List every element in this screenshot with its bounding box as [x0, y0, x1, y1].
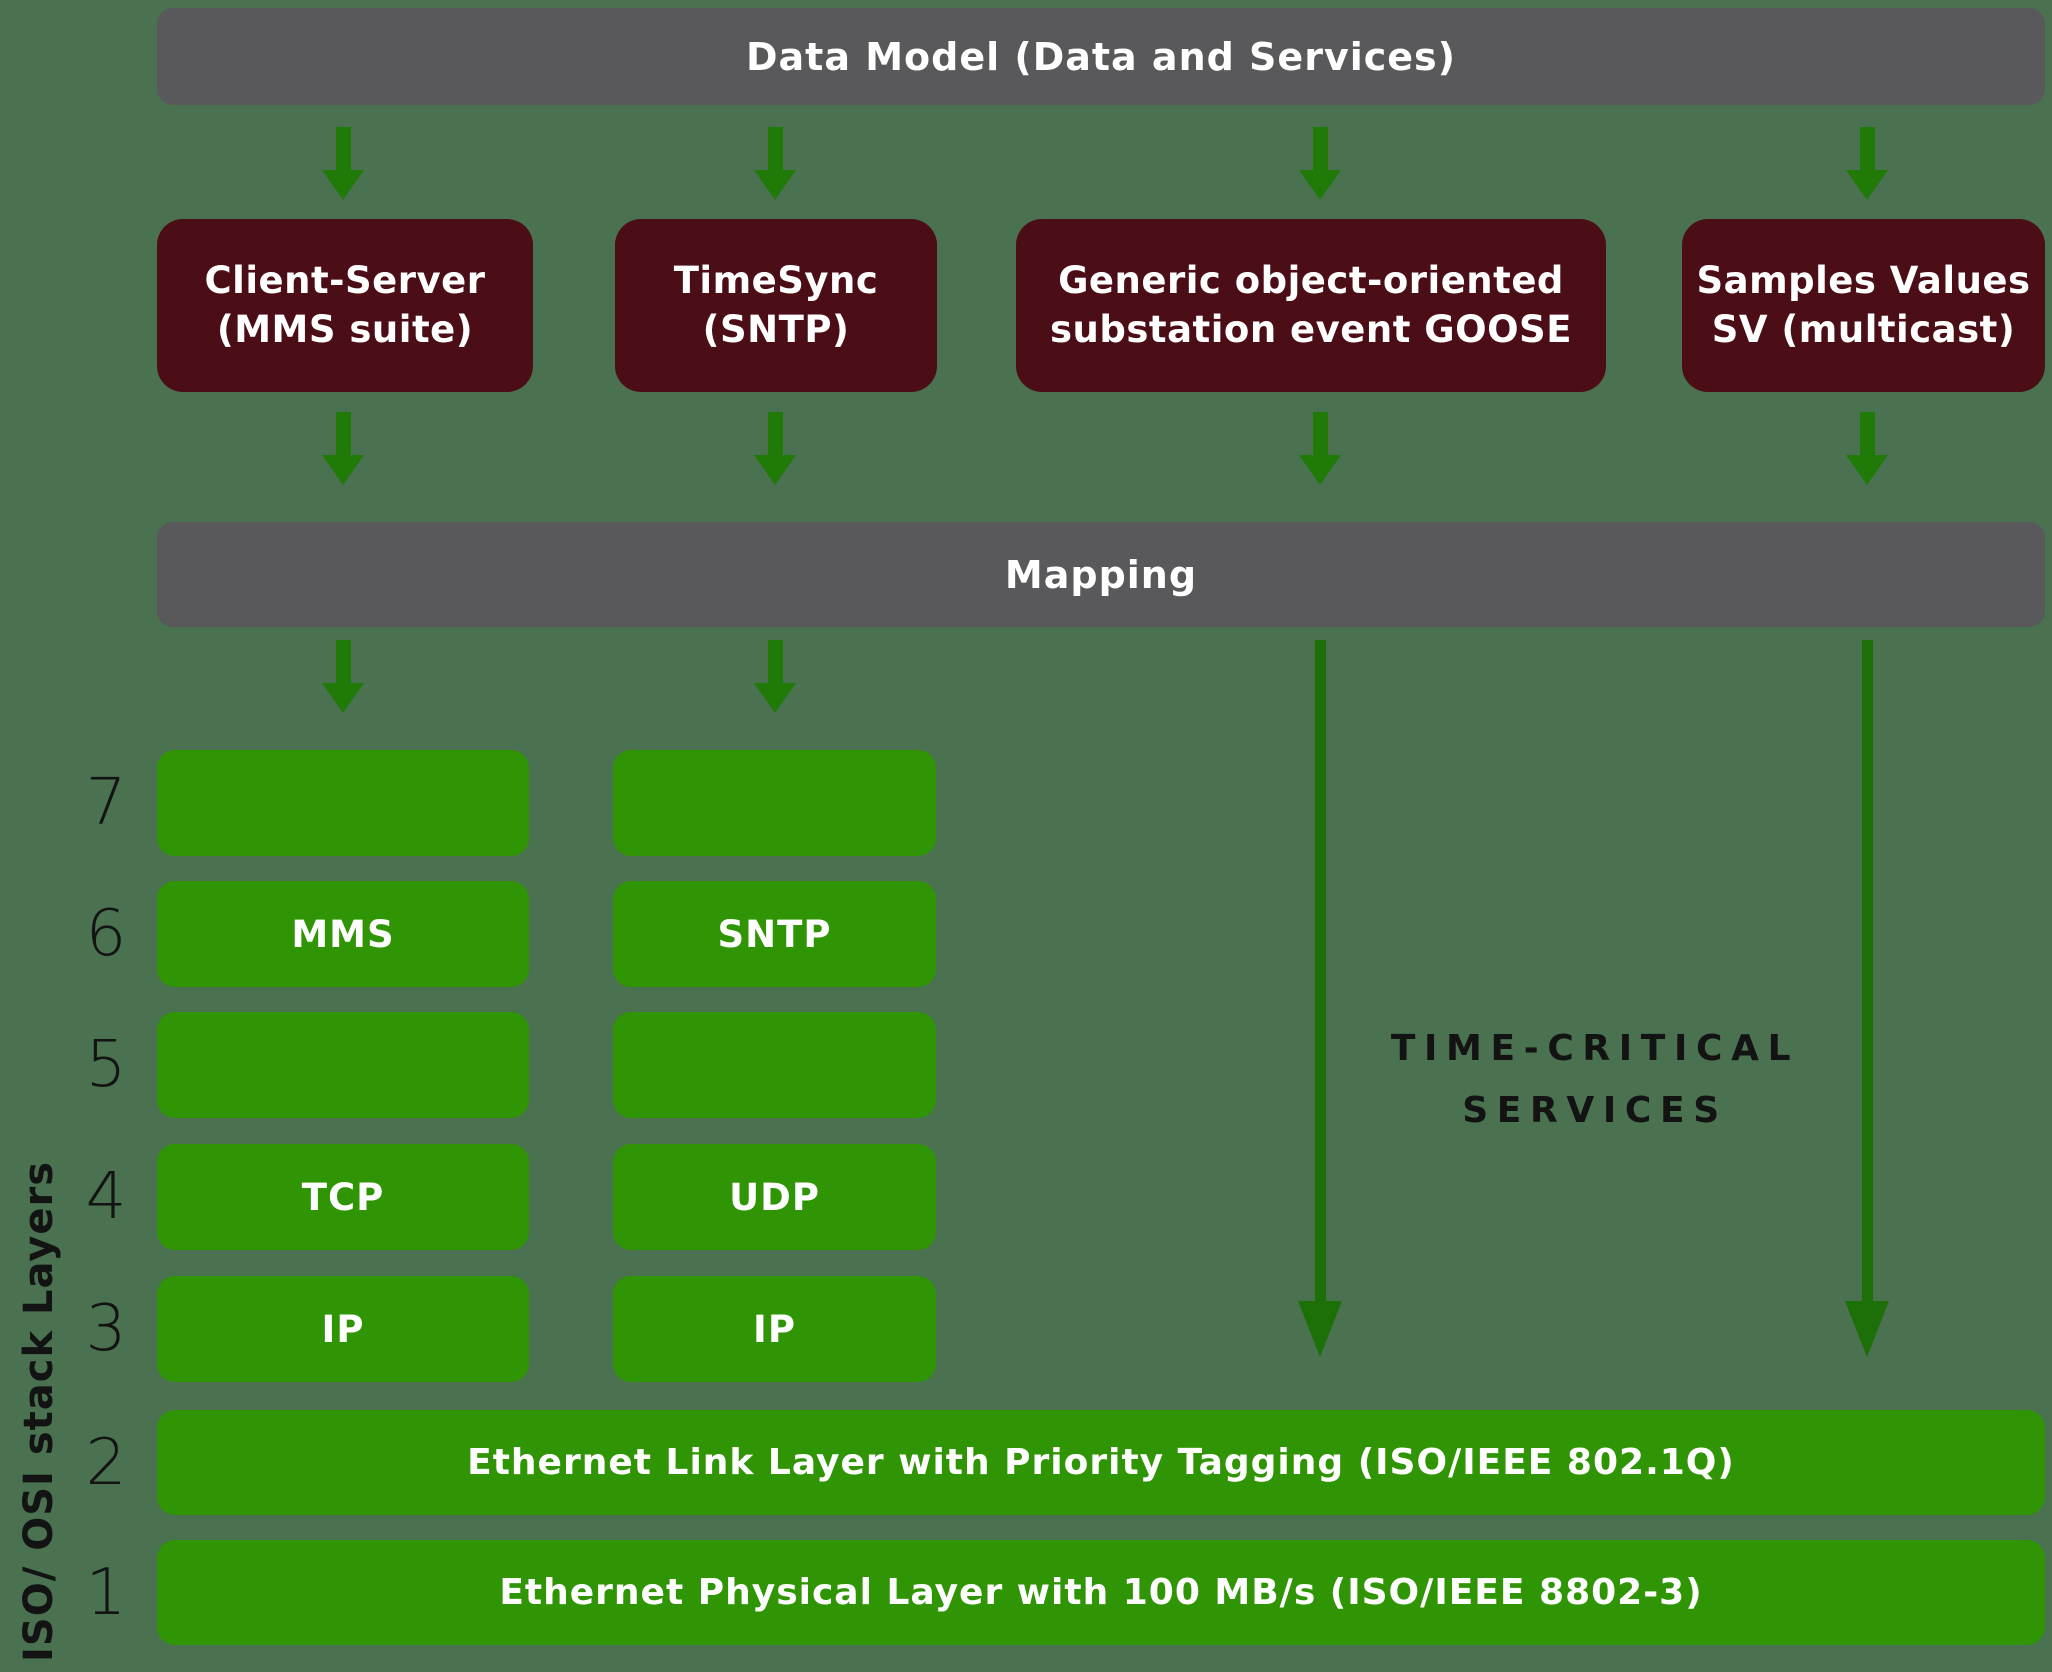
arrow-head [754, 455, 796, 485]
time-critical-services-label: TIME-CRITICAL SERVICES [1330, 1018, 1860, 1142]
protocol-box-line2: substation event GOOSE [1050, 307, 1572, 351]
arrow-shaft [1859, 412, 1875, 455]
protocol-box-line1: Client-Server [204, 258, 486, 302]
arrow-shaft [1859, 127, 1875, 170]
arrow-shaft [335, 412, 351, 455]
layer-number-6: 6 [85, 897, 127, 971]
arrow-shaft [1861, 640, 1873, 1301]
stack-box-udp: UDP [613, 1144, 936, 1250]
protocol-box-timesync: TimeSync (SNTP) [615, 219, 937, 392]
arrow-down-icon [1846, 412, 1888, 485]
arrow-head [322, 683, 364, 713]
osi-axis-label: ISO/ OSI stack Layers [16, 1161, 62, 1662]
arrow-down-icon [754, 640, 796, 713]
arrow-down-icon [754, 127, 796, 200]
protocol-box-sampled-values: Samples Values SV (multicast) [1682, 219, 2045, 392]
stack-box-layer7-colA [157, 750, 529, 856]
stack-box-ip-colB: IP [613, 1276, 936, 1382]
protocol-box-line2: (SNTP) [702, 307, 850, 351]
arrow-shaft [767, 640, 783, 683]
arrow-down-icon [1299, 127, 1341, 200]
layer-number-5: 5 [85, 1028, 127, 1102]
protocol-box-line1: Samples Values [1696, 258, 2031, 302]
arrow-head [1846, 455, 1888, 485]
stack-box-sntp: SNTP [613, 881, 936, 987]
arrow-shaft [1312, 412, 1328, 455]
protocol-box-goose: Generic object-oriented substation event… [1016, 219, 1606, 392]
arrow-head [322, 170, 364, 200]
stack-box-layer5-colA [157, 1012, 529, 1118]
arrow-head [754, 683, 796, 713]
layer-number-1: 1 [85, 1555, 127, 1630]
arrow-head [1299, 455, 1341, 485]
time-critical-line2: SERVICES [1462, 1090, 1728, 1131]
protocol-box-client-server: Client-Server (MMS suite) [157, 219, 533, 392]
arrow-head [1298, 1301, 1342, 1357]
arrow-head [322, 455, 364, 485]
layer-number-2: 2 [85, 1425, 127, 1500]
layer-number-7: 7 [85, 766, 127, 840]
stack-box-layer5-colB [613, 1012, 936, 1118]
stack-box-ip-colA: IP [157, 1276, 529, 1382]
arrow-head [754, 170, 796, 200]
arrow-shaft [1312, 127, 1328, 170]
data-model-label: Data Model (Data and Services) [745, 34, 1457, 79]
protocol-box-line1: TimeSync [673, 258, 879, 302]
stack-box-tcp: TCP [157, 1144, 529, 1250]
stack-box-layer7-colB [613, 750, 936, 856]
stack-box-mms: MMS [157, 881, 529, 987]
arrow-shaft [1314, 640, 1326, 1301]
arrow-down-icon [1846, 127, 1888, 200]
protocol-box-line2: (MMS suite) [216, 307, 474, 351]
arrow-down-icon [754, 412, 796, 485]
arrow-down-icon [322, 412, 364, 485]
mapping-label: Mapping [1004, 552, 1198, 597]
layer-number-3: 3 [85, 1292, 127, 1366]
time-critical-line1: TIME-CRITICAL [1390, 1028, 1800, 1069]
data-model-bar: Data Model (Data and Services) [157, 8, 2045, 105]
goose-bypass-arrow-down-icon [1298, 640, 1342, 1357]
arrow-down-icon [1299, 412, 1341, 485]
mapping-bar: Mapping [157, 522, 2045, 627]
layer-number-4: 4 [85, 1160, 127, 1234]
arrow-head [1846, 170, 1888, 200]
protocol-box-line1: Generic object-oriented [1058, 258, 1564, 302]
arrow-down-icon [322, 127, 364, 200]
sv-bypass-arrow-down-icon [1845, 640, 1889, 1357]
arrow-head [1845, 1301, 1889, 1357]
arrow-shaft [767, 127, 783, 170]
ethernet-link-layer-bar: Ethernet Link Layer with Priority Taggin… [157, 1410, 2045, 1515]
ethernet-physical-layer-bar: Ethernet Physical Layer with 100 MB/s (I… [157, 1540, 2045, 1645]
arrow-shaft [335, 640, 351, 683]
arrow-down-icon [322, 640, 364, 713]
arrow-shaft [767, 412, 783, 455]
arrow-shaft [335, 127, 351, 170]
protocol-box-line2: SV (multicast) [1711, 307, 2016, 351]
arrow-head [1299, 170, 1341, 200]
